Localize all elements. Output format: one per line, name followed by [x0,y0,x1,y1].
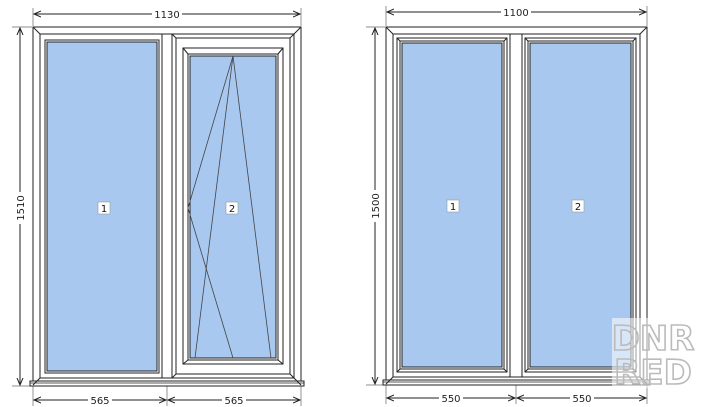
watermark-line-2: RED [614,353,692,393]
mullion [161,33,173,379]
window-right [366,6,651,404]
bottom-label-left-2: 565 [224,396,243,407]
bottom-label-right-2: 550 [572,394,591,405]
sash-label-left-1: 1 [101,204,107,215]
width-label-right: 1100 [503,8,528,19]
height-label-left: 1510 [16,195,27,220]
sash-2 [175,37,291,375]
bottom-label-right-1: 550 [441,394,460,405]
sash-label-right-2: 2 [575,202,581,213]
width-label-left: 1130 [154,10,179,21]
sash-label-right-1: 1 [450,202,456,213]
watermark-line-1: DNR [612,319,695,359]
height-label-right: 1500 [371,193,382,218]
bottom-label-left-1: 565 [90,396,109,407]
mullion [509,33,523,378]
turn-indicator [187,55,234,359]
sash-label-left-2: 2 [229,204,235,215]
window-left [12,8,305,406]
watermark: DNR RED [611,318,695,394]
